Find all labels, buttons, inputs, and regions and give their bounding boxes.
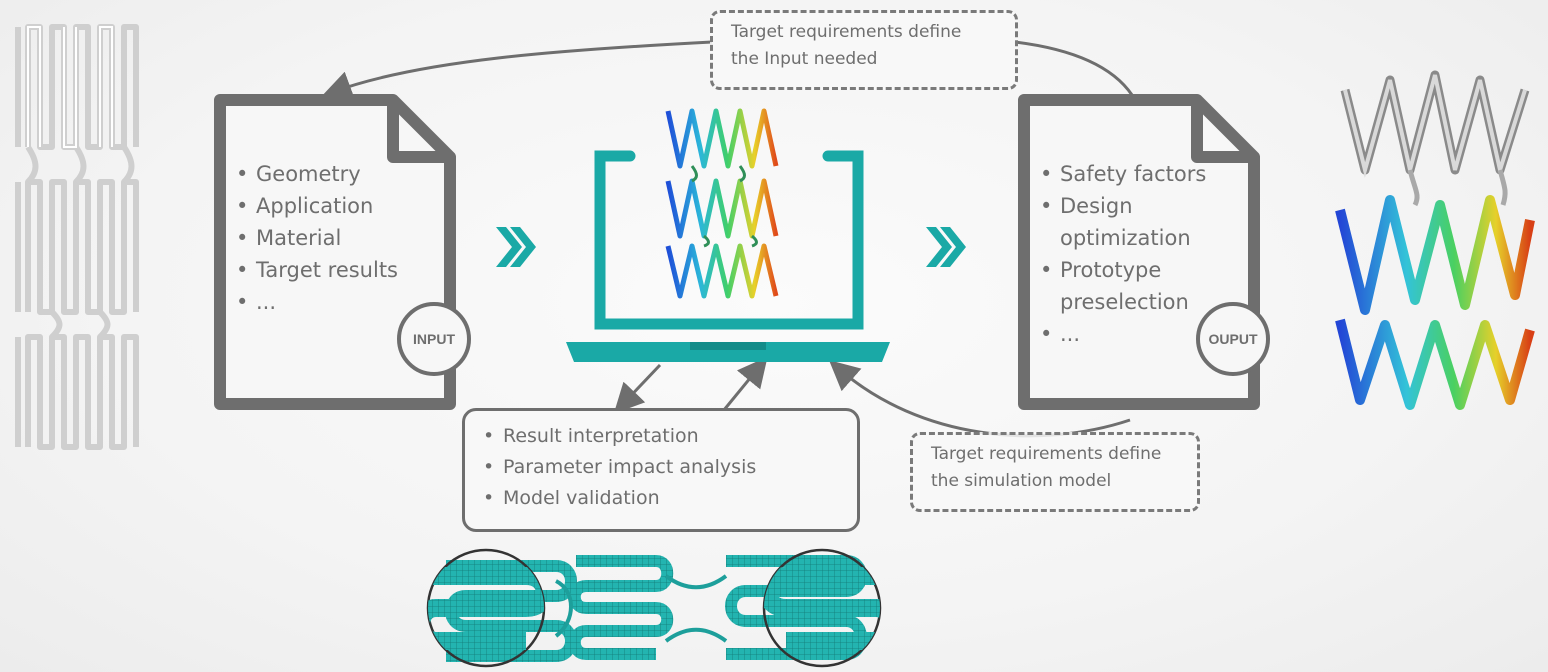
laptop-icon	[566, 108, 890, 362]
analysis-box: Result interpretation Parameter impact a…	[462, 408, 860, 532]
output-list: Safety factors Design optimization Proto…	[1040, 158, 1230, 350]
input-item: ...	[236, 286, 436, 318]
analysis-item: Result interpretation	[483, 421, 841, 452]
arrow-laptop-to-box	[613, 363, 662, 414]
input-item: Geometry	[236, 158, 436, 190]
bottom-note-line: the simulation model	[931, 471, 1112, 491]
stent-image-left	[15, 24, 139, 450]
analysis-item: Model validation	[483, 483, 841, 514]
input-badge: INPUT	[397, 302, 471, 376]
output-badge: OUPUT	[1196, 302, 1270, 376]
output-item: Prototype preselection	[1040, 254, 1230, 318]
double-chevron-icon-left	[496, 227, 536, 267]
arrow-from-output	[1014, 40, 1134, 96]
stent-image-right	[1335, 70, 1535, 410]
output-item: Design optimization	[1040, 190, 1230, 254]
input-list: Geometry Application Material Target res…	[236, 158, 436, 318]
double-chevron-icon-right	[926, 227, 966, 267]
input-item: Material	[236, 222, 436, 254]
arrow-box-to-laptop	[722, 356, 768, 411]
input-item: Application	[236, 190, 436, 222]
input-item: Target results	[236, 254, 436, 286]
mesh-model-image	[426, 548, 882, 668]
analysis-item: Parameter impact analysis	[483, 452, 841, 483]
output-item: Safety factors	[1040, 158, 1230, 190]
bottom-note-line: Target requirements define	[931, 444, 1162, 464]
output-item: ...	[1040, 318, 1230, 350]
top-note-line: Target requirements define	[731, 22, 962, 42]
arrow-to-input	[321, 40, 713, 100]
bottom-note: Target requirements define the simulatio…	[910, 432, 1200, 512]
top-note-line: the Input needed	[731, 49, 878, 69]
top-note: Target requirements define the Input nee…	[710, 10, 1018, 90]
